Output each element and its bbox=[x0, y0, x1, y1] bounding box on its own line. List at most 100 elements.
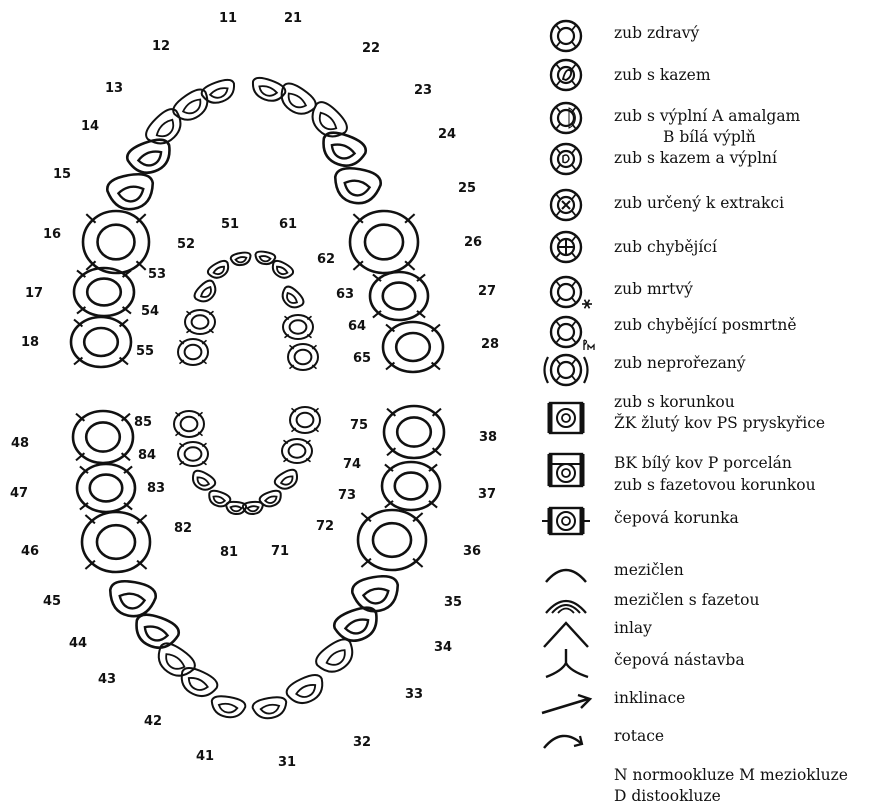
tooth-62 bbox=[269, 258, 295, 281]
tooth-47 bbox=[77, 464, 135, 512]
tooth-number-45: 45 bbox=[43, 594, 61, 609]
tooth-25 bbox=[331, 165, 382, 206]
tooth-38 bbox=[384, 406, 444, 458]
tooth-number-22: 22 bbox=[362, 41, 380, 56]
tooth-18 bbox=[71, 317, 131, 367]
tooth-27 bbox=[370, 272, 428, 320]
healthy-tooth-icon bbox=[551, 21, 581, 51]
tooth-43 bbox=[151, 639, 199, 683]
tooth-53 bbox=[192, 278, 220, 306]
tooth-12 bbox=[170, 85, 215, 126]
caries-filling-tooth-icon bbox=[551, 144, 581, 174]
tooth-14 bbox=[124, 135, 176, 178]
tooth-number-23: 23 bbox=[414, 83, 432, 98]
tooth-number-15: 15 bbox=[53, 167, 71, 182]
tooth-37 bbox=[382, 462, 440, 510]
tooth-number-46: 46 bbox=[21, 544, 39, 559]
legend-label-crown-tooth-2: ŽK žlutý kov PS pryskyřice bbox=[614, 414, 825, 432]
tooth-number-48: 48 bbox=[11, 436, 29, 451]
tooth-number-72: 72 bbox=[316, 519, 334, 534]
filling-tooth-icon bbox=[551, 103, 581, 133]
postmortem-missing-tooth-icon bbox=[551, 317, 594, 350]
tooth-82 bbox=[206, 489, 231, 510]
tooth-number-12: 12 bbox=[152, 39, 170, 54]
tooth-48 bbox=[73, 411, 133, 463]
legend-label-healthy-tooth-1: zub zdravý bbox=[614, 24, 699, 42]
tooth-46 bbox=[82, 512, 150, 572]
tooth-number-18: 18 bbox=[21, 335, 39, 350]
caries-tooth-icon bbox=[551, 60, 581, 90]
post-crown-tooth-icon bbox=[542, 508, 590, 534]
extraction-tooth-icon bbox=[551, 190, 581, 220]
tooth-number-71: 71 bbox=[271, 544, 289, 559]
tooth-23 bbox=[305, 98, 352, 145]
tooth-31 bbox=[252, 695, 289, 721]
tooth-number-64: 64 bbox=[348, 319, 366, 334]
tooth-number-61: 61 bbox=[279, 217, 297, 232]
tooth-number-25: 25 bbox=[458, 181, 476, 196]
tooth-number-53: 53 bbox=[148, 267, 166, 282]
tooth-number-36: 36 bbox=[463, 544, 481, 559]
tooth-52 bbox=[206, 258, 232, 281]
tooth-number-17: 17 bbox=[25, 286, 43, 301]
tooth-74 bbox=[282, 439, 312, 463]
legend-label-veneer-pontic-1: mezičlen s fazetou bbox=[614, 591, 759, 609]
tooth-number-83: 83 bbox=[147, 481, 165, 496]
legend-label-post-crown-tooth-1: čepová korunka bbox=[614, 509, 739, 527]
pontic-icon bbox=[546, 570, 586, 582]
tooth-55 bbox=[178, 339, 208, 365]
tooth-number-24: 24 bbox=[438, 127, 456, 142]
tooth-number-28: 28 bbox=[481, 337, 499, 352]
legend-label-inclination-arrow-1: inklinace bbox=[614, 689, 685, 707]
tooth-number-73: 73 bbox=[338, 488, 356, 503]
legend-text-layer: zub zdravýzub s kazemzub s výplní A amal… bbox=[614, 24, 848, 805]
legend-label-veneer-crown-tooth-1: BK bílý kov P porcelán bbox=[614, 454, 792, 472]
tooth-number-75: 75 bbox=[350, 418, 368, 433]
tooth-45 bbox=[106, 578, 157, 619]
tooth-28 bbox=[383, 322, 443, 372]
tooth-number-81: 81 bbox=[220, 545, 238, 560]
legend-label-postmortem-missing-tooth-1: zub chybějící posmrtně bbox=[614, 316, 797, 334]
tooth-number-51: 51 bbox=[221, 217, 239, 232]
tooth-number-38: 38 bbox=[479, 430, 497, 445]
tooth-13 bbox=[142, 105, 189, 152]
tooth-42 bbox=[176, 664, 221, 702]
tooth-number-16: 16 bbox=[43, 227, 61, 242]
legend-label-inlay-1: inlay bbox=[614, 619, 652, 637]
legend-label-filling-tooth-1: zub s výplní A amalgam bbox=[614, 107, 801, 125]
tooth-73 bbox=[273, 467, 302, 493]
tooth-number-11: 11 bbox=[219, 11, 237, 26]
legend-label-post-core-1: čepová nástavba bbox=[614, 651, 745, 669]
crown-tooth-icon bbox=[550, 403, 582, 433]
tooth-number-62: 62 bbox=[317, 252, 335, 267]
tooth-51 bbox=[230, 251, 252, 266]
tooth-number-41: 41 bbox=[196, 749, 214, 764]
tooth-number-47: 47 bbox=[10, 486, 28, 501]
tooth-number-44: 44 bbox=[69, 636, 87, 651]
legend-label-filling-tooth-2: B bílá výplň bbox=[663, 128, 756, 146]
tooth-number-14: 14 bbox=[81, 119, 99, 134]
legend-label-missing-tooth-1: zub chybějící bbox=[614, 238, 718, 256]
tooth-63 bbox=[278, 284, 306, 312]
occlusion-note-1: N normookluze M meziokluze bbox=[614, 766, 848, 784]
tooth-41 bbox=[210, 694, 247, 720]
tooth-84 bbox=[178, 442, 208, 466]
tooth-number-65: 65 bbox=[353, 351, 371, 366]
tooth-44 bbox=[130, 610, 182, 653]
occlusion-note-2: D distookluze bbox=[614, 787, 721, 805]
tooth-number-54: 54 bbox=[141, 304, 159, 319]
tooth-number-26: 26 bbox=[464, 235, 482, 250]
tooth-number-63: 63 bbox=[336, 287, 354, 302]
legend-label-rotation-arrow-1: rotace bbox=[614, 727, 664, 745]
tooth-number-43: 43 bbox=[98, 672, 116, 687]
tooth-number-55: 55 bbox=[136, 344, 154, 359]
tooth-32 bbox=[284, 671, 329, 709]
legend-label-crown-tooth-1: zub s korunkou bbox=[614, 393, 735, 411]
post-core-icon bbox=[546, 649, 588, 677]
tooth-85 bbox=[174, 411, 204, 437]
tooth-number-84: 84 bbox=[138, 448, 156, 463]
tooth-number-35: 35 bbox=[444, 595, 462, 610]
tooth-64 bbox=[283, 315, 313, 339]
